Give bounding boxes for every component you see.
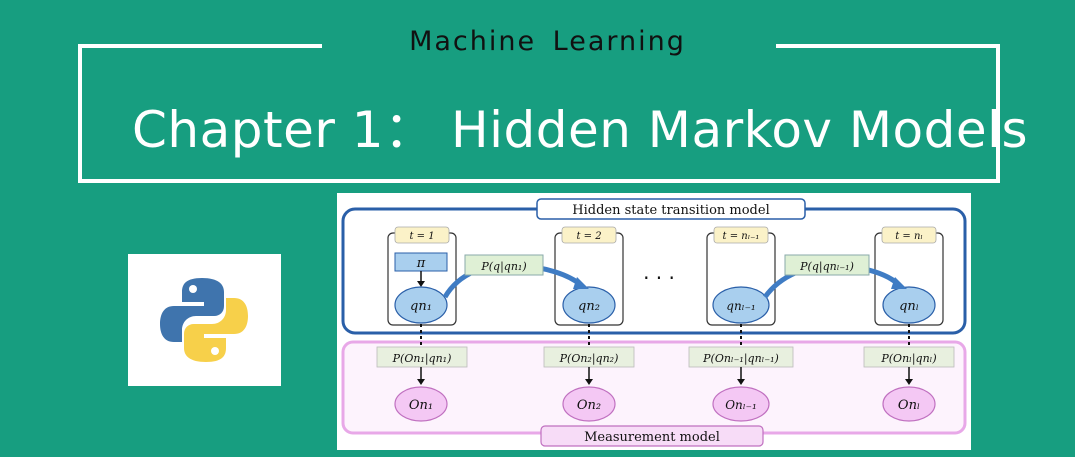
page-title: Chapter 1： Hidden Markov Models bbox=[132, 101, 1029, 159]
title-frame-top-left bbox=[78, 44, 322, 48]
state-label-1: qn₁ bbox=[410, 299, 432, 314]
time-label-3: t = nₗ₋₁ bbox=[723, 231, 760, 242]
obs-node-4 bbox=[882, 386, 936, 422]
logo-panel bbox=[128, 254, 281, 386]
ellipsis: · · · bbox=[643, 266, 675, 290]
state-label-4: qnₗ bbox=[899, 299, 919, 314]
state-node-3 bbox=[712, 286, 770, 324]
obs-label-4: Onₗ bbox=[898, 398, 920, 413]
emission-label-3: P(Onₗ₋₁|qnₗ₋₁) bbox=[702, 352, 779, 366]
obs-label-3: Onₗ₋₁ bbox=[725, 398, 757, 412]
hidden-model-label-box bbox=[536, 198, 806, 220]
state-node-4 bbox=[882, 286, 936, 324]
pi-label: π bbox=[416, 256, 426, 271]
obs-node-2 bbox=[562, 386, 616, 422]
transition-label-2: P(q|qnₗ₋₁) bbox=[799, 260, 854, 274]
measurement-model-label: Measurement model bbox=[584, 430, 720, 445]
time-label-box-3 bbox=[713, 226, 769, 244]
obs-node-1 bbox=[394, 386, 448, 422]
subtitle: Machine Learning bbox=[409, 26, 686, 57]
state-label-3: qnₗ₋₁ bbox=[726, 299, 755, 313]
time-label-1: t = 1 bbox=[409, 231, 434, 242]
emission-label-2: P(On₂|qn₂) bbox=[559, 352, 619, 366]
time-label-box-2 bbox=[561, 226, 617, 244]
time-label-2: t = 2 bbox=[576, 231, 601, 242]
obs-label-2: On₂ bbox=[577, 398, 601, 413]
state-node-1 bbox=[394, 286, 448, 324]
emission-label-4: P(Onₗ|qnₗ) bbox=[880, 352, 936, 366]
time-label-4: t = nₗ bbox=[895, 231, 923, 242]
obs-label-1: On₁ bbox=[409, 398, 433, 413]
title-frame bbox=[78, 44, 1000, 183]
transition-label-1: P(q|qn₁) bbox=[480, 260, 526, 274]
time-label-box-1 bbox=[394, 226, 450, 244]
state-label-2: qn₂ bbox=[578, 299, 600, 314]
hmm-diagram: Hidden state transition model t = 1 π qn… bbox=[337, 193, 971, 450]
transition-label-box-2 bbox=[784, 254, 870, 276]
measurement-model-label-box bbox=[540, 425, 764, 447]
state-node-2 bbox=[562, 286, 616, 324]
emission-label-1: P(On₁|qn₁) bbox=[392, 352, 452, 366]
hidden-model-label: Hidden state transition model bbox=[572, 203, 769, 218]
emission-label-box-1 bbox=[376, 346, 468, 368]
obs-node-3 bbox=[712, 386, 770, 422]
time-label-box-4 bbox=[881, 226, 937, 244]
title-frame-top-right bbox=[776, 44, 1000, 48]
transition-label-box-1 bbox=[464, 254, 544, 276]
hmm-diagram-svg: Hidden state transition model t = 1 π qn… bbox=[341, 198, 967, 447]
python-logo-icon bbox=[160, 278, 248, 362]
